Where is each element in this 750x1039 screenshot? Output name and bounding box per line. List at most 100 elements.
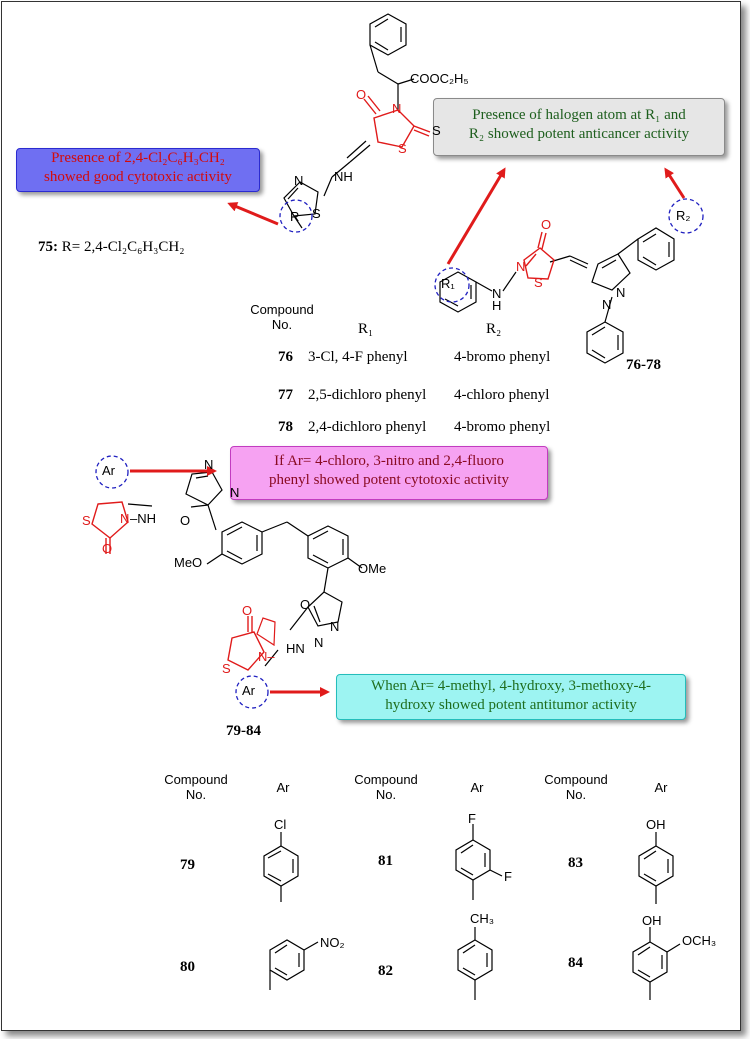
atom-nh-75: NH <box>334 169 353 184</box>
atom-nh1-7984: –NH <box>130 511 157 526</box>
series-79-84-id: 79-84 <box>226 723 261 739</box>
atom-s1-7984: S <box>82 513 91 528</box>
atom-o-7678: O <box>541 217 552 232</box>
entry-83-id: 83 <box>568 855 583 871</box>
atom-n1-7984: N <box>120 511 130 526</box>
aryl-ring-r2 <box>637 227 675 271</box>
atom-n1-pyrazole: N <box>616 285 626 300</box>
compound-75-number: 75: <box>38 239 58 255</box>
table1-row-r2: 4-chloro phenyl <box>454 387 550 403</box>
atom-s-7678: S <box>534 275 543 290</box>
table1-row-r2: 4-bromo phenyl <box>454 419 551 435</box>
atom-oring2: O <box>300 597 311 612</box>
aryl-ring-a <box>221 521 263 565</box>
entry-81-subst-b: F <box>504 869 512 884</box>
callout-79-84-bottom: When Ar= 4-methyl, 4-hydroxy, 3-methoxy-… <box>336 674 686 720</box>
table1-row-id: 78 <box>278 419 293 435</box>
thiazolidinone-core-1 <box>91 501 129 539</box>
entry-80-id: 80 <box>180 959 195 975</box>
atom-nh-n-7678: N <box>492 286 502 301</box>
compound-75-definition: R= 2,4-Cl₂C₆H₃CH₂ <box>61 239 185 255</box>
n-phenyl-ring <box>586 321 624 364</box>
benzene-ring-75 <box>369 13 407 56</box>
table2-header-compound-b: Compound No. <box>354 772 418 802</box>
table1-row-r1: 2,4-dichloro phenyl <box>308 419 427 435</box>
table2-header-compound-c: Compound No. <box>544 772 608 802</box>
aryl-ring-b <box>307 525 349 569</box>
atom-o2-7984: O <box>242 603 253 618</box>
atom-na: N <box>204 457 214 472</box>
atom-h-7678: H <box>492 298 502 313</box>
atom-nc: N <box>330 619 340 634</box>
atom-r1: R₁ <box>441 276 455 291</box>
callout-79-84-bottom-line1: When Ar= 4-methyl, 4-hydroxy, 3-methoxy-… <box>371 678 651 694</box>
atom-ome1: MeO <box>174 555 203 570</box>
table1-row-id: 77 <box>278 387 293 403</box>
entry-79-subst: Cl <box>274 817 287 832</box>
atom-o-75: O <box>356 87 367 102</box>
series-76-78-id: 76-78 <box>626 357 661 373</box>
atom-n-7678: N <box>516 259 526 274</box>
ar1-dashed-circle <box>95 455 129 489</box>
oxadiazole-2 <box>307 591 343 627</box>
callout-79-84-bottom-line2: hydroxy showed potent antitumor activity <box>385 697 637 713</box>
entry-82-subst: CH₃ <box>470 911 495 926</box>
callout-76-78-line2: R₂ showed potent anticancer activity <box>468 126 690 142</box>
arrow-r2 <box>664 167 686 199</box>
atom-n2-7984: N– <box>258 649 275 664</box>
anilino-ring <box>439 271 477 313</box>
figure-frame: Presence of 2,4-Cl₂C₆H₃CH₂ showed good c… <box>1 1 741 1031</box>
table2-header-ar-a: Ar <box>276 780 290 795</box>
entry-81-subst-a: F <box>468 811 476 826</box>
table1-row-r1: 2,5-dichloro phenyl <box>308 387 427 403</box>
entry-84-id: 84 <box>568 955 583 971</box>
callout-79-84-top-line2: phenyl showed potent cytotoxic activity <box>269 472 509 488</box>
atom-nb: N <box>230 485 240 500</box>
atom-r-75: R <box>290 209 300 224</box>
ar2-dashed-circle <box>235 675 269 709</box>
atom-s3-75: S <box>312 206 321 221</box>
pyrazole-ring <box>591 253 631 291</box>
callout-75: Presence of 2,4-Cl₂C₆H₃CH₂ showed good c… <box>16 148 260 192</box>
atom-r2: R₂ <box>676 208 691 223</box>
atom-s2-7984: S <box>222 661 231 676</box>
table2-header-ar-c: Ar <box>654 780 668 795</box>
table1-header-r1: R₁ <box>358 321 374 337</box>
table1-row-r2: 4-bromo phenyl <box>454 349 551 365</box>
callout-79-84-top: If Ar= 4-chloro, 3-nitro and 2,4-fluoro … <box>230 446 548 500</box>
entry-79-id: 79 <box>180 857 195 873</box>
atom-hn: HN <box>286 641 305 656</box>
callout-76-78: Presence of halogen atom at R₁ and R₂ sh… <box>433 98 725 156</box>
r-dashed-circle <box>279 199 313 233</box>
atom-s1-75: S <box>398 141 407 156</box>
atom-n-75: N <box>392 101 402 116</box>
atom-nd: N <box>314 635 324 650</box>
callout-75-line2: showed good cytotoxic activity <box>44 169 232 185</box>
callout-76-78-line1: Presence of halogen atom at R₁ and <box>472 107 686 123</box>
structure-drawing <box>91 13 704 1000</box>
thiazole-ring-75 <box>283 181 319 217</box>
entry-82-id: 82 <box>378 963 393 979</box>
entry-84-subst-b: OCH₃ <box>682 933 717 948</box>
atom-oring1: O <box>180 513 191 528</box>
atom-n2-75: N <box>294 173 304 188</box>
callout-79-84-top-line1: If Ar= 4-chloro, 3-nitro and 2,4-fluoro <box>274 453 504 469</box>
atom-ar1: Ar <box>102 463 115 478</box>
atom-o1-7984: O <box>102 541 113 556</box>
entry-80-subst: NO₂ <box>320 935 345 950</box>
thiazolidinone-core-2 <box>227 631 265 671</box>
atom-s2-75: S <box>432 123 441 138</box>
arrow-75 <box>227 202 279 226</box>
entry-81-id: 81 <box>378 853 393 869</box>
entry-84-subst-a: OH <box>642 913 662 928</box>
atom-ome2: OMe <box>358 561 387 576</box>
thiazolone-core <box>523 247 555 280</box>
compound-75-label: 75: R= 2,4-Cl₂C₆H₃CH₂ <box>38 238 184 256</box>
atom-n2-pyrazole: N <box>602 297 612 312</box>
table1-header-r2: R₂ <box>486 321 502 337</box>
rhodanine-core <box>373 109 415 148</box>
table1-row-r1: 3-Cl, 4-F phenyl <box>308 349 408 365</box>
atom-ester: COOC₂H₅ <box>410 71 469 86</box>
table2-header-ar-b: Ar <box>470 780 484 795</box>
oxadiazole-1 <box>185 471 223 506</box>
